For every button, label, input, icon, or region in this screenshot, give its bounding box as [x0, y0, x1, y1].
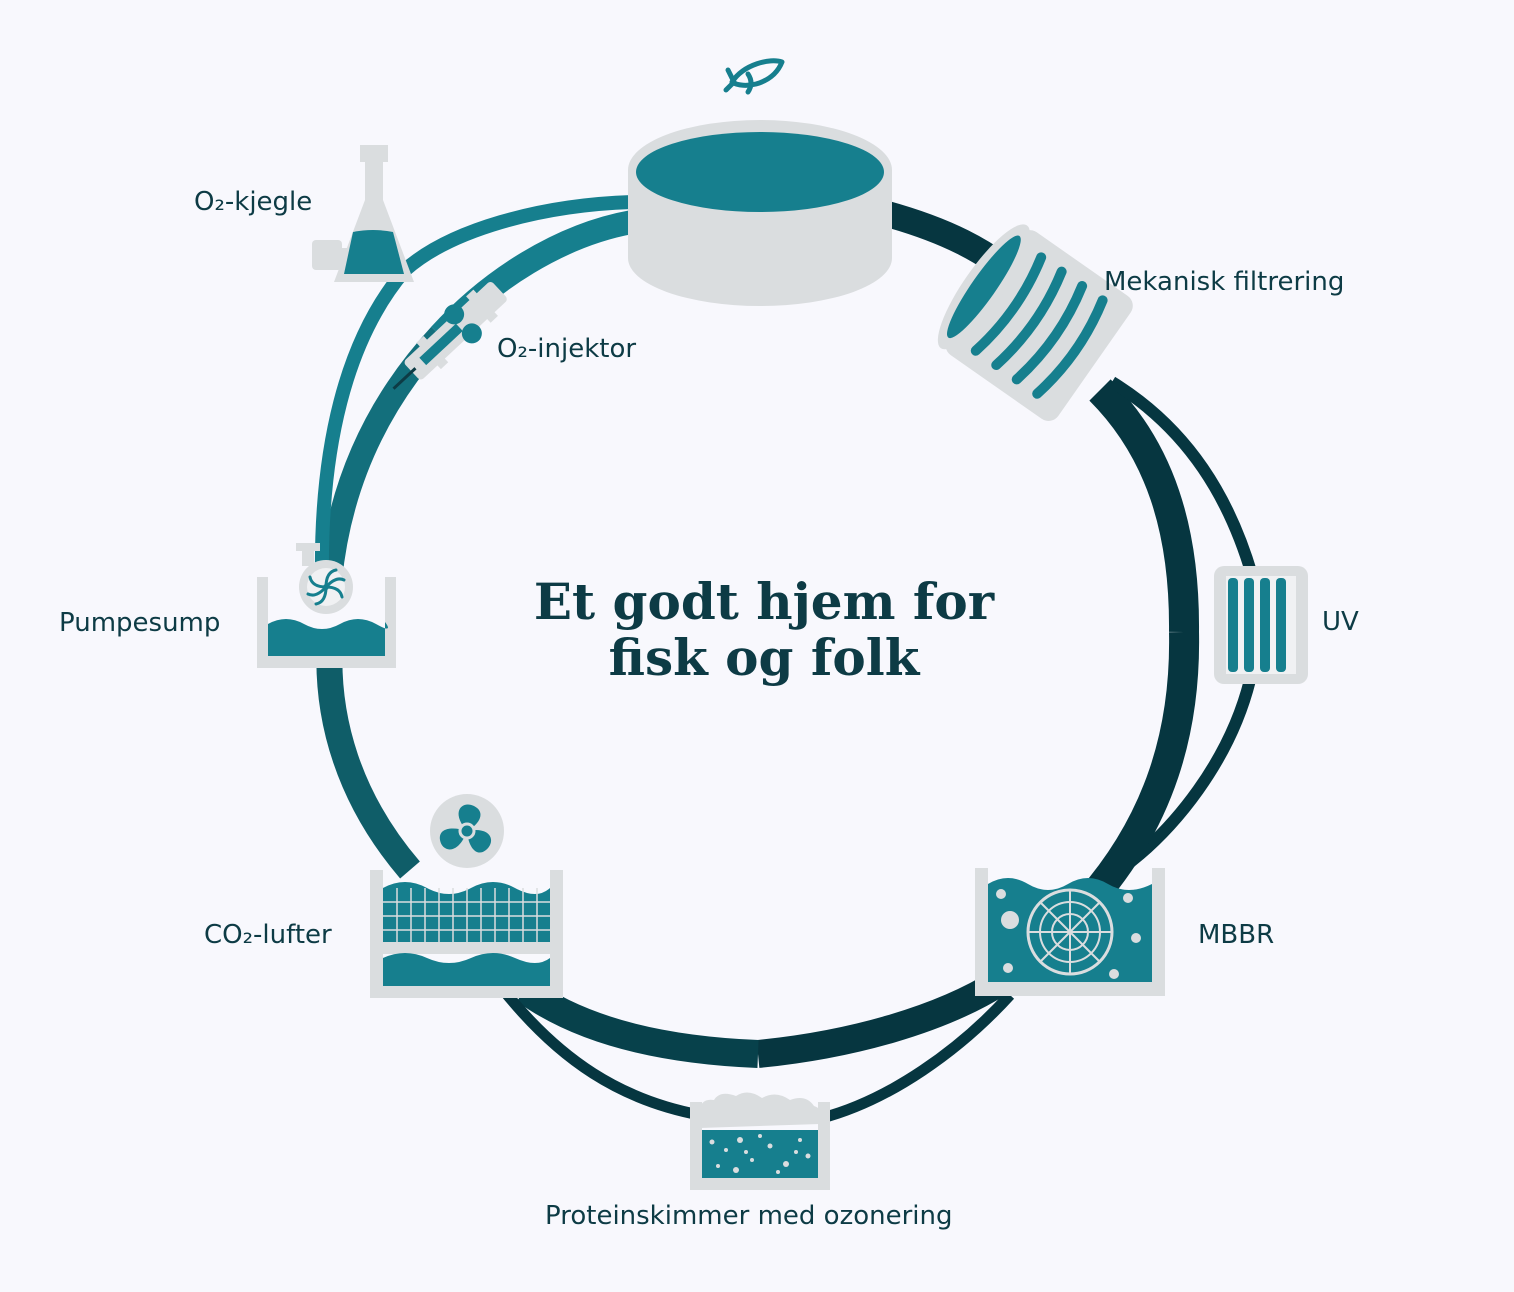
label-mbbr: MBBR — [1198, 920, 1275, 950]
pipe-sump-to-cone — [314, 265, 411, 581]
pipe-skimmer-left — [500, 988, 702, 1121]
fan-icon — [430, 794, 504, 868]
fish-icon — [723, 58, 785, 95]
pump-sump-icon — [257, 543, 396, 668]
pipe-co2-to-sump — [316, 639, 420, 879]
title-line-1: Et godt hjem for — [533, 572, 995, 631]
pipe-skimmer-right — [820, 991, 1015, 1124]
label-co2-stripper: CO₂-lufter — [204, 920, 332, 950]
label-pump-sump: Pumpesump — [59, 608, 221, 638]
label-o2-cone: O₂-kjegle — [194, 187, 313, 217]
flask-icon — [312, 145, 414, 282]
filter-drum-icon — [937, 224, 1133, 421]
pipe-bottom-to-co2 — [516, 978, 759, 1068]
uv-lamp-icon — [1214, 566, 1308, 684]
diagram-title: Et godt hjem for fisk og folk — [464, 574, 1064, 686]
label-o2-injector: O₂-injektor — [497, 334, 637, 364]
injector-icon — [392, 281, 507, 390]
co2-tank-icon — [370, 870, 563, 998]
label-mechanical-filtration: Mekanisk filtrering — [1104, 267, 1345, 297]
pipe-uv-bypass-top — [1108, 376, 1258, 577]
fish-tank-icon — [628, 120, 892, 306]
pipe-cone-to-tank — [400, 195, 633, 276]
label-protein-skimmer: Proteinskimmer med ozonering — [545, 1201, 953, 1231]
label-uv: UV — [1322, 607, 1359, 637]
skimmer-tank-icon — [690, 1092, 830, 1190]
pipe-filter-to-junction — [1089, 379, 1200, 633]
mbbr-tank-icon — [975, 868, 1165, 996]
title-line-2: fisk og folk — [608, 628, 920, 687]
pipe-junction-to-mbbr — [1078, 631, 1200, 910]
